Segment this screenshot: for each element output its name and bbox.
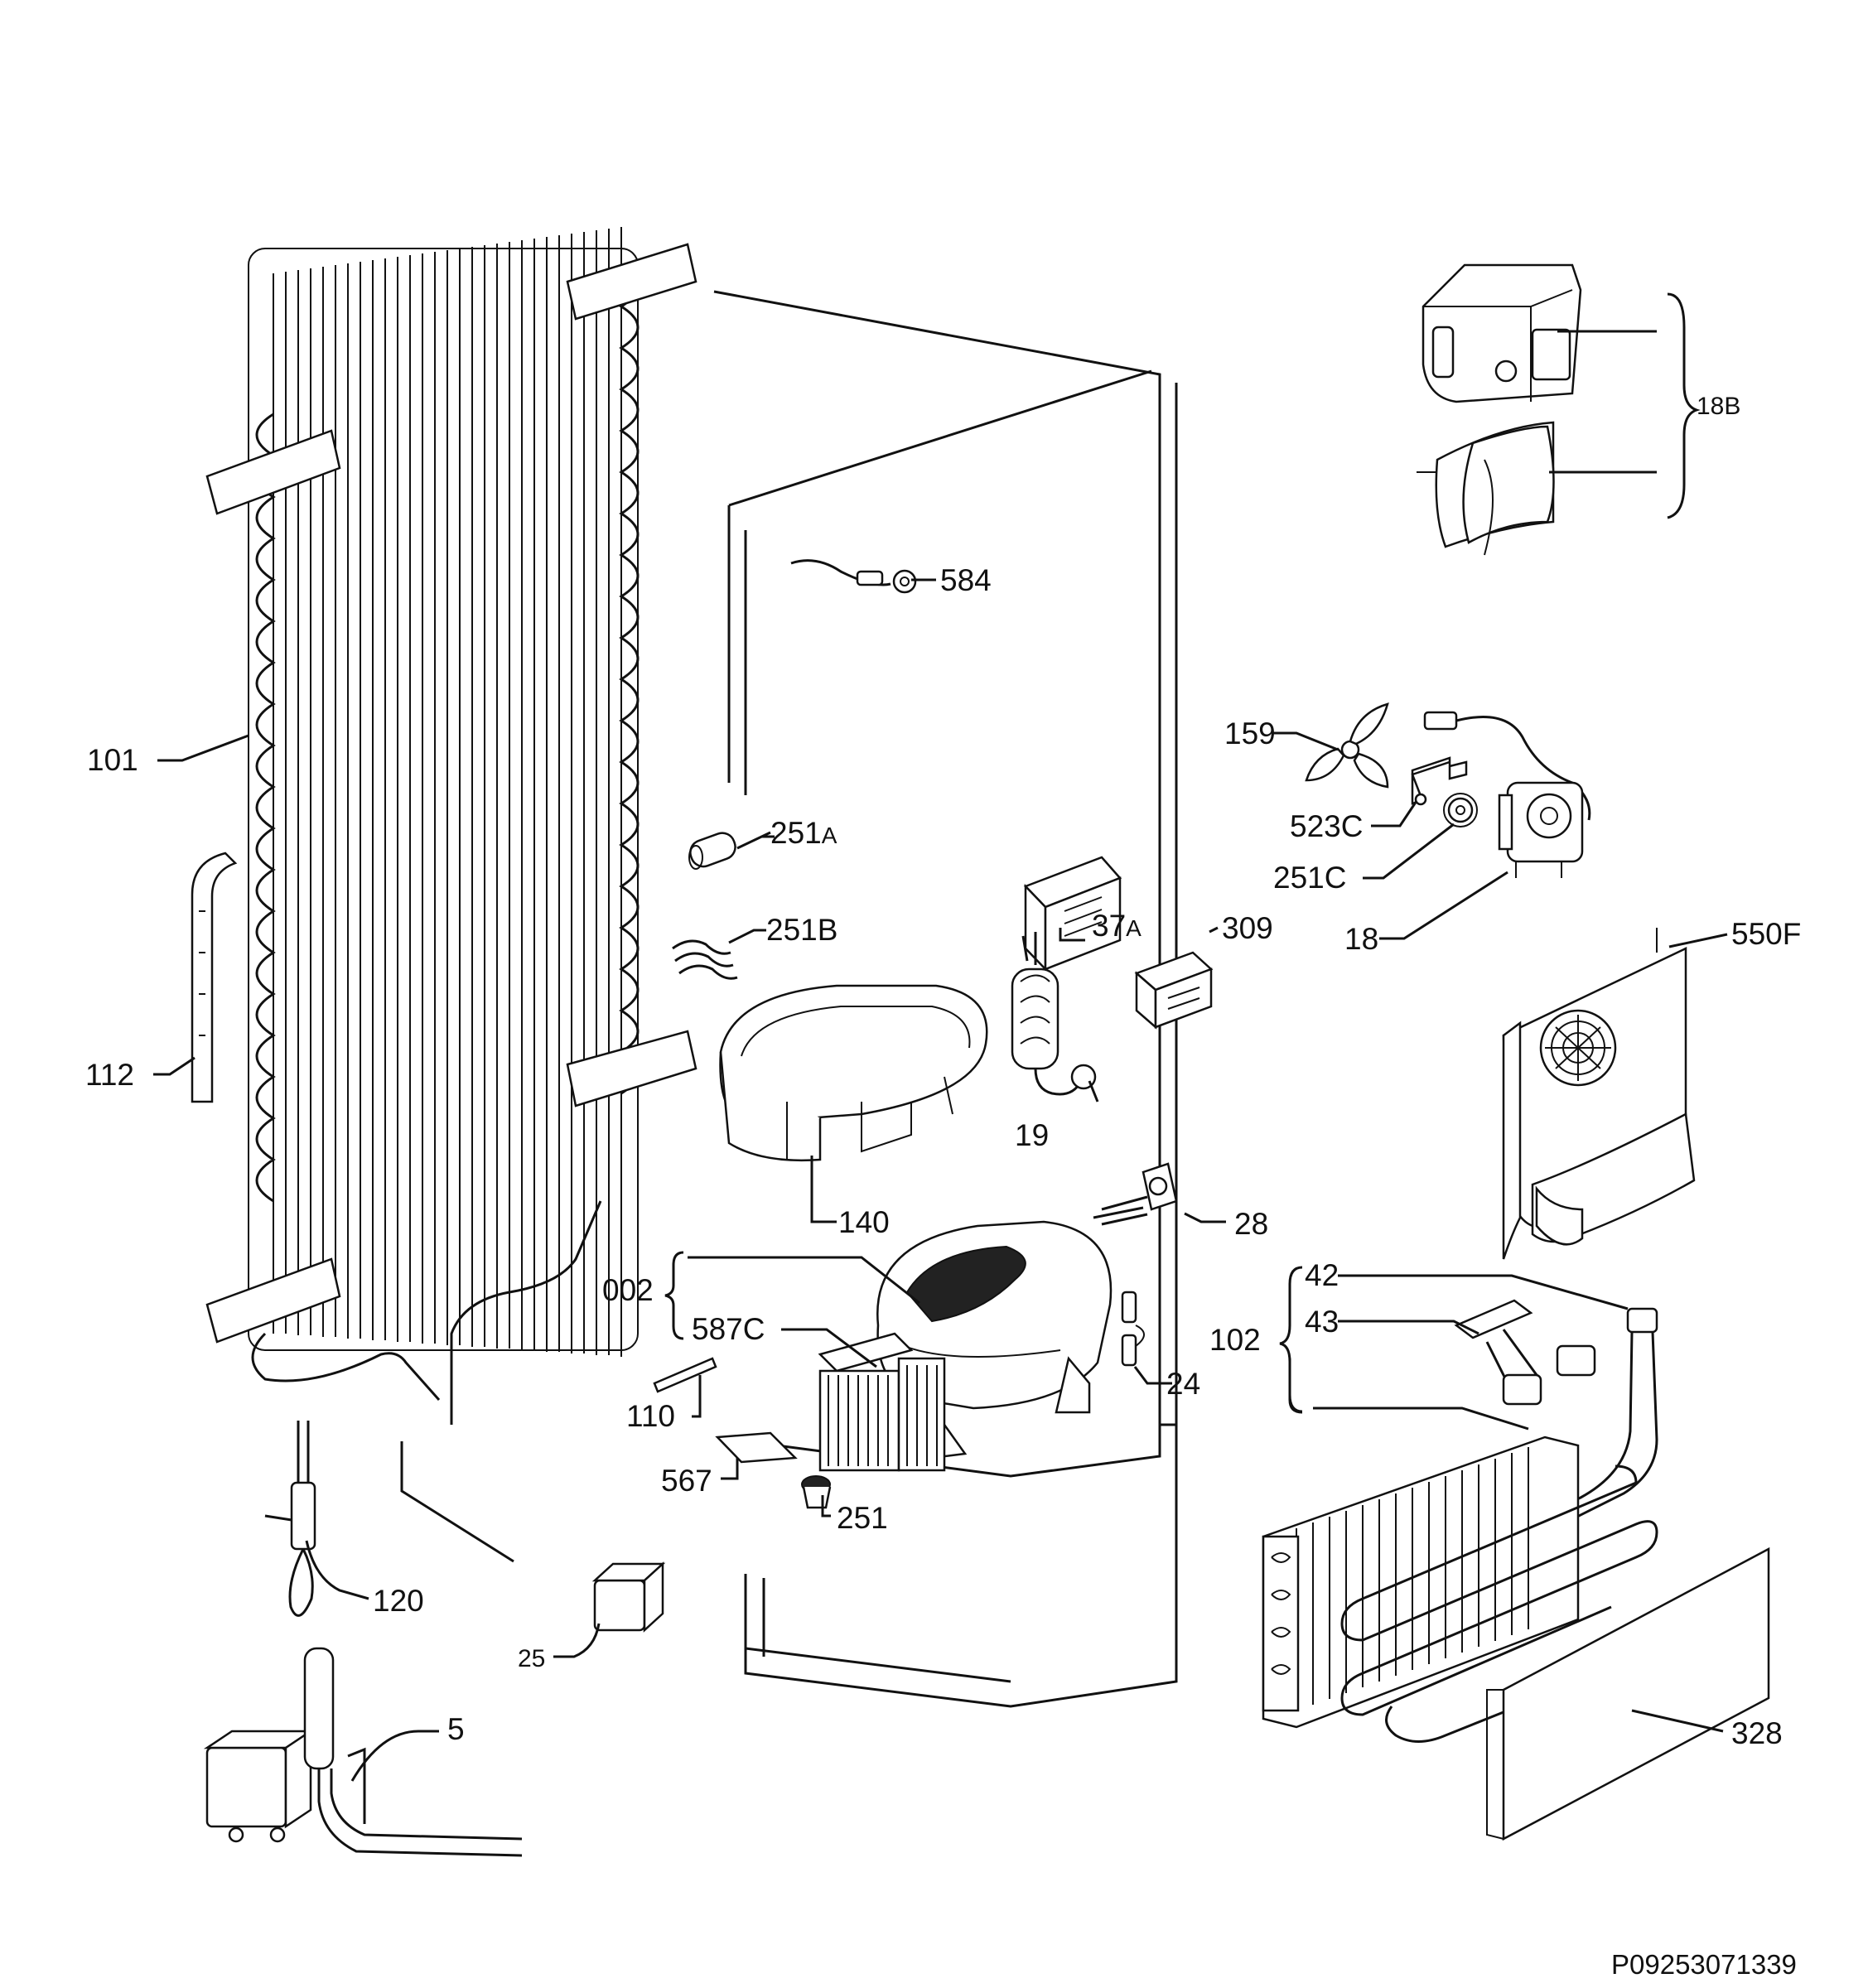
valve-5 (203, 1647, 523, 1857)
brace-102 (1279, 1266, 1303, 1414)
part-25 (591, 1561, 666, 1633)
fan-cover-550F (1502, 928, 1696, 1260)
label-002: 002 (602, 1273, 654, 1307)
grommet-251 (801, 1475, 832, 1509)
relay-587C (818, 1332, 946, 1472)
pins-24 (1121, 1291, 1145, 1367)
evaporator-fins (1296, 1447, 1529, 1711)
relay-587C-fins (828, 1365, 938, 1466)
label-102: 102 (1209, 1323, 1261, 1357)
label-584: 584 (940, 563, 992, 597)
label-112: 112 (85, 1058, 134, 1092)
label-587C: 587C (692, 1312, 765, 1346)
clip-110 (653, 1357, 717, 1393)
assembly-18B (1417, 263, 1582, 556)
cable-584 (790, 559, 917, 594)
label-18B: 18B (1697, 393, 1740, 420)
label-120: 120 (373, 1584, 424, 1618)
leader-lines (153, 292, 1728, 1782)
label-37A: 37A (1092, 909, 1142, 943)
label-18: 18 (1344, 922, 1378, 956)
label-567: 567 (661, 1464, 712, 1498)
label-309: 309 (1222, 911, 1273, 945)
label-159: 159 (1224, 717, 1276, 750)
board-309 (1134, 951, 1214, 1030)
label-43: 43 (1305, 1305, 1339, 1339)
part-43 (1454, 1299, 1596, 1406)
label-19: 19 (1015, 1118, 1049, 1152)
sleeve-251A (688, 832, 736, 870)
bracket-567 (715, 1431, 798, 1464)
label-25: 25 (518, 1645, 545, 1672)
label-251A-suffix: A (822, 823, 837, 848)
label-251A-num: 251 (770, 816, 822, 850)
label-140: 140 (838, 1205, 890, 1239)
label-251C: 251C (1273, 861, 1346, 895)
bracket-28 (1093, 1162, 1178, 1226)
evaporator-102 (1262, 1307, 1658, 1743)
drip-tray-140 (719, 984, 988, 1162)
label-251A: 251A (770, 816, 837, 850)
label-251B: 251B (766, 913, 837, 947)
label-328: 328 (1731, 1716, 1783, 1750)
gear-251C (1443, 793, 1478, 828)
label-101: 101 (87, 743, 138, 777)
bracket-523C (1411, 756, 1468, 806)
label-37A-num: 37 (1092, 909, 1126, 943)
label-37A-suffix: A (1126, 915, 1142, 941)
drawing-code: P09253071339 (1611, 1949, 1797, 1980)
label-5: 5 (447, 1712, 465, 1746)
fan-blade-159 (1305, 702, 1389, 789)
panel-328 (1486, 1546, 1770, 1841)
label-42: 42 (1305, 1258, 1339, 1292)
label-110: 110 (626, 1399, 675, 1433)
brace-002 (664, 1251, 684, 1340)
label-24: 24 (1166, 1367, 1200, 1401)
condenser-wires (273, 227, 622, 1357)
fan-motor-18 (1423, 711, 1591, 878)
label-251: 251 (837, 1501, 888, 1535)
sensor-120 (264, 1421, 316, 1617)
label-550F: 550F (1731, 917, 1801, 951)
condenser-brackets (205, 243, 697, 1344)
board-37A (1023, 856, 1122, 972)
callout-labels: 101 112 120 5 25 584 251A 251B 140 002 5… (85, 393, 1801, 1980)
clip-251B (672, 939, 738, 980)
condenser-coil-101 (205, 227, 697, 1425)
label-28: 28 (1234, 1207, 1268, 1241)
label-523C: 523C (1290, 809, 1363, 843)
condenser-serpentine (255, 263, 640, 1203)
tube-112 (191, 852, 238, 1103)
